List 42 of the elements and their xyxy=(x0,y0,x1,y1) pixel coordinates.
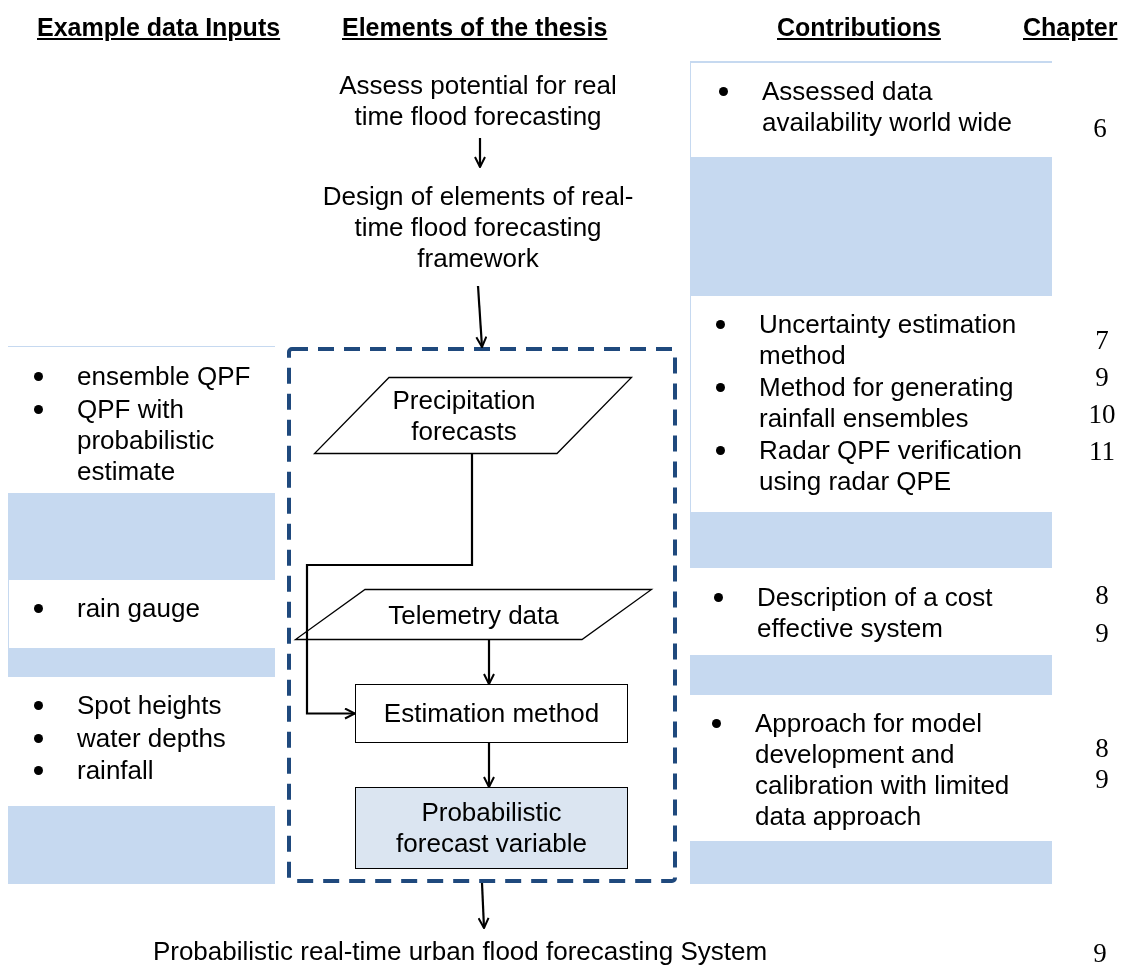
list-item: Method for generating rainfall ensembles xyxy=(759,372,1015,434)
node-text: Precipitation forecasts xyxy=(391,384,537,447)
list-item: rainfall xyxy=(77,755,155,786)
chapter-number: 9 xyxy=(1094,618,1110,649)
node-text: Telemetry data xyxy=(387,599,560,630)
chapter-number: 9 xyxy=(1092,938,1108,966)
chapter-number: 9 xyxy=(1094,764,1110,795)
chapter-number: 9 xyxy=(1094,362,1110,393)
output-box: Probabilistic forecast variable xyxy=(355,787,628,869)
list-item: water depths xyxy=(77,723,227,754)
arrow xyxy=(483,743,495,788)
arrow xyxy=(305,454,474,720)
chapter-number: 10 xyxy=(1087,399,1117,430)
column-heading: Elements of the thesis xyxy=(342,12,608,42)
arrow xyxy=(477,882,490,929)
dashed-group-border xyxy=(287,347,677,883)
list-item: Uncertainty estimation method xyxy=(759,309,1018,371)
list-item: Radar QPF verification using radar QPE xyxy=(759,435,1023,497)
list-item: Approach for model development and calibration with limited data approach xyxy=(755,708,1011,832)
chapter-number: 11 xyxy=(1088,436,1116,467)
data-parallelogram xyxy=(295,589,652,640)
step-text: Assess potential for real time flood forecasting xyxy=(318,70,638,132)
arrow xyxy=(474,138,486,168)
arrow xyxy=(483,640,495,685)
column-heading: Example data Inputs xyxy=(37,12,281,42)
chapter-number: 7 xyxy=(1094,325,1110,356)
list-item: ensemble QPF xyxy=(77,361,252,392)
step-text: Design of elements of real-time flood forecasting framework xyxy=(303,181,653,274)
list-item: Assessed data availability world wide xyxy=(762,76,1013,138)
chapter-number: 8 xyxy=(1094,580,1110,611)
arrow xyxy=(475,285,488,348)
list-item: rain gauge xyxy=(77,593,201,624)
data-parallelogram xyxy=(314,377,632,454)
list-item: Description of a cost effective system xyxy=(757,582,994,644)
chapter-number: 6 xyxy=(1092,113,1108,144)
chapter-number: 8 xyxy=(1094,733,1110,764)
system-text: Probabilistic real-time urban flood forecasting System xyxy=(100,936,820,966)
column-heading: Chapter xyxy=(1023,12,1118,42)
list-item: Spot heights xyxy=(77,690,223,721)
list-item: QPF with probabilistic estimate xyxy=(77,394,216,487)
column-heading: Contributions xyxy=(777,12,941,42)
process-box: Estimation method xyxy=(355,684,628,743)
